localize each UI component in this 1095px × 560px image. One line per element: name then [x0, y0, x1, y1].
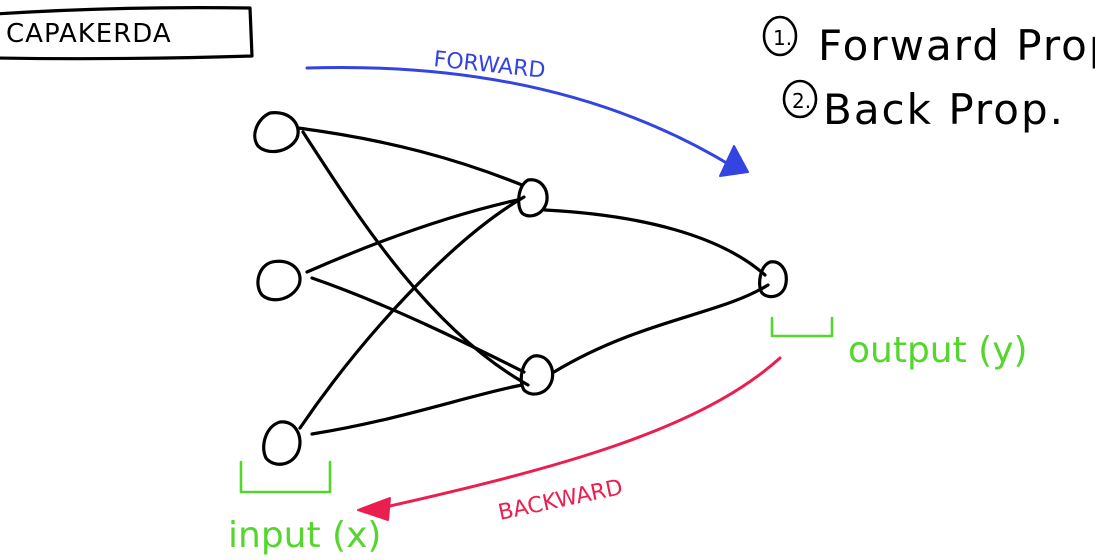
- backward-arrow-line: [370, 356, 782, 512]
- output-node-1: [758, 260, 788, 299]
- title-box-text: CAPAKERDA: [6, 19, 172, 49]
- step-1-circle: [762, 15, 798, 57]
- step-2-number: 2.: [792, 89, 811, 113]
- nodes: [253, 111, 788, 466]
- edge-i2-h1: [305, 198, 519, 274]
- forward-arrow-head: [719, 145, 749, 177]
- edge-i1-h2: [301, 130, 530, 387]
- step-2: 2. Back Prop.: [782, 79, 1065, 134]
- steps-list: 1. Forward Prop. 2. Back Prop.: [762, 15, 1095, 134]
- hidden-node-1: [517, 178, 549, 218]
- edge-i1-h1: [296, 126, 524, 187]
- edge-i3-h1: [298, 195, 526, 430]
- step-1-number: 1.: [773, 26, 792, 50]
- backward-arrow-head: [357, 497, 391, 521]
- step-2-text: Back Prop.: [823, 85, 1065, 134]
- forward-arrow: FORWARD: [305, 47, 749, 177]
- input-label: input (x): [228, 515, 381, 556]
- hidden-node-2: [519, 354, 555, 396]
- connections: [296, 126, 770, 436]
- input-node-3: [262, 420, 302, 466]
- step-2-circle: [782, 79, 818, 119]
- edge-h1-o1: [543, 208, 767, 277]
- forward-arrow-line: [305, 66, 737, 170]
- edge-h2-o1: [552, 283, 770, 374]
- step-1: 1. Forward Prop.: [762, 15, 1095, 70]
- input-node-2: [256, 259, 302, 302]
- output-bracket: [770, 316, 834, 338]
- input-label-group: input (x): [228, 460, 381, 556]
- edge-i2-h2: [310, 276, 526, 374]
- input-bracket: [239, 460, 332, 494]
- output-label-group: output (y): [770, 316, 1028, 371]
- backward-arrow-label: BACKWARD: [496, 475, 625, 526]
- output-label: output (y): [848, 330, 1028, 371]
- backward-arrow: BACKWARD: [357, 356, 782, 526]
- title-box: CAPAKERDA: [0, 6, 254, 61]
- input-node-1: [253, 111, 300, 154]
- step-1-text: Forward Prop.: [818, 21, 1095, 70]
- edge-i3-h2: [310, 383, 524, 436]
